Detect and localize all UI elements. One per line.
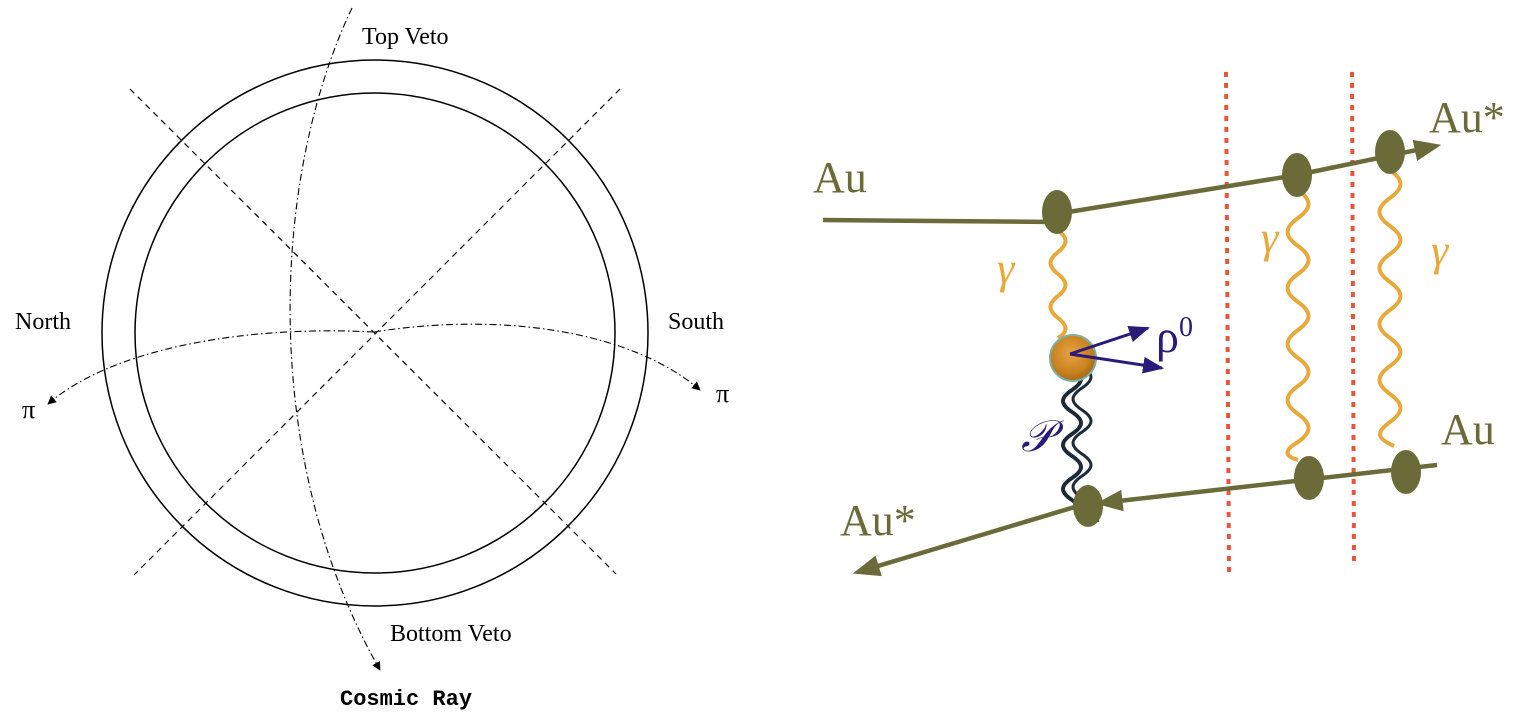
pomeron-line-a	[1061, 366, 1088, 523]
pion-track-left	[47, 330, 375, 405]
nucleus-line-top-in	[822, 217, 1057, 225]
nucleus-line-top-mid	[1055, 172, 1298, 217]
pion-track-right	[373, 323, 701, 391]
bottom-veto-label: Bottom Veto	[390, 621, 512, 647]
rho-arrow-lower	[1069, 352, 1165, 374]
photon-line-1	[1048, 228, 1068, 340]
vertex-bottom-3	[1391, 450, 1421, 494]
cut-line-1	[1224, 71, 1231, 573]
pion-left-label: π	[22, 395, 35, 424]
rho-symbol: ρ	[1156, 311, 1179, 362]
photon-line-2	[1285, 188, 1311, 462]
vertex-bottom-2	[1294, 456, 1324, 500]
gamma-label-3: γ	[1431, 226, 1450, 275]
pomeron-label: 𝒫	[1021, 412, 1064, 461]
south-label: South	[668, 309, 724, 335]
au-top-left-label: Au	[813, 153, 867, 202]
au-star-top-right-label: Au*	[1429, 93, 1505, 142]
feynman-diagram: Au Au* Au Au* γ γ γ ρ0 𝒫	[813, 71, 1505, 577]
north-label: North	[15, 309, 71, 335]
nucleus-line-bottom-in	[1095, 462, 1438, 512]
gamma-label-1: γ	[997, 244, 1016, 293]
detector-diagram: Top Veto Bottom Veto North South π π Cos…	[15, 7, 729, 712]
outer-ring	[101, 59, 649, 607]
cut-line-2	[1350, 71, 1356, 567]
vertex-top-1	[1042, 190, 1072, 234]
cosmic-ray-track	[289, 7, 381, 671]
vertex-top-3	[1375, 130, 1405, 174]
nucleus-line-bottom-out	[852, 500, 1089, 577]
nucleus-line-top-out	[1296, 139, 1442, 178]
top-veto-label: Top Veto	[362, 24, 449, 50]
au-bottom-right-label: Au	[1441, 405, 1495, 454]
rho-superscript: 0	[1179, 312, 1193, 343]
photon-line-3	[1377, 168, 1403, 448]
vertex-bottom-1	[1073, 485, 1103, 527]
rho-arrow-upper	[1069, 326, 1150, 356]
gamma-label-2: γ	[1261, 213, 1280, 262]
vertex-top-2	[1282, 153, 1312, 197]
inner-ring	[134, 92, 616, 574]
pion-right-label: π	[716, 379, 729, 408]
cosmic-ray-label: Cosmic Ray	[340, 687, 472, 712]
au-star-bottom-left-label: Au*	[840, 496, 916, 545]
rho-label: ρ0	[1156, 311, 1193, 362]
